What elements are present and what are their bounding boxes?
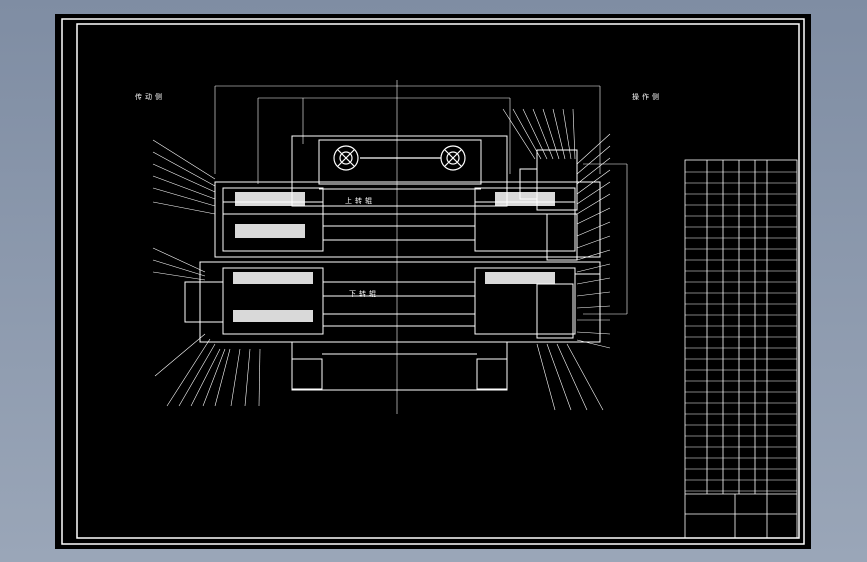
lower-gear-hatch-left [233,272,313,284]
upper-gear-hatch-left-2 [235,224,305,238]
parts-list-table [684,159,798,539]
assembly-drawing [61,18,805,545]
outer-frame [61,18,805,545]
upper-bearings [333,145,466,171]
lower-housing [291,341,508,391]
drive-side-label: 传动侧 [135,93,165,101]
upper-gear-hatch-left [235,192,305,206]
lower-gear-hatch-left-2 [233,310,313,322]
lower-roll-label: 下转辊 [349,290,379,298]
upper-roll-label: 上转辊 [345,197,375,205]
upper-roll [214,181,601,258]
right-dimension [583,163,628,315]
upper-housing [291,135,508,207]
operator-side-label: 操作侧 [632,93,662,101]
operator-side-assembly [519,149,578,339]
right-leaders [502,108,611,411]
left-leaders [152,139,261,407]
parts-list-rows [685,171,797,492]
inner-frame [76,23,800,539]
drawing-sheet: 传动侧 操作侧 上转辊 下转辊 [55,14,811,549]
lower-gear-hatch-right [485,272,555,284]
